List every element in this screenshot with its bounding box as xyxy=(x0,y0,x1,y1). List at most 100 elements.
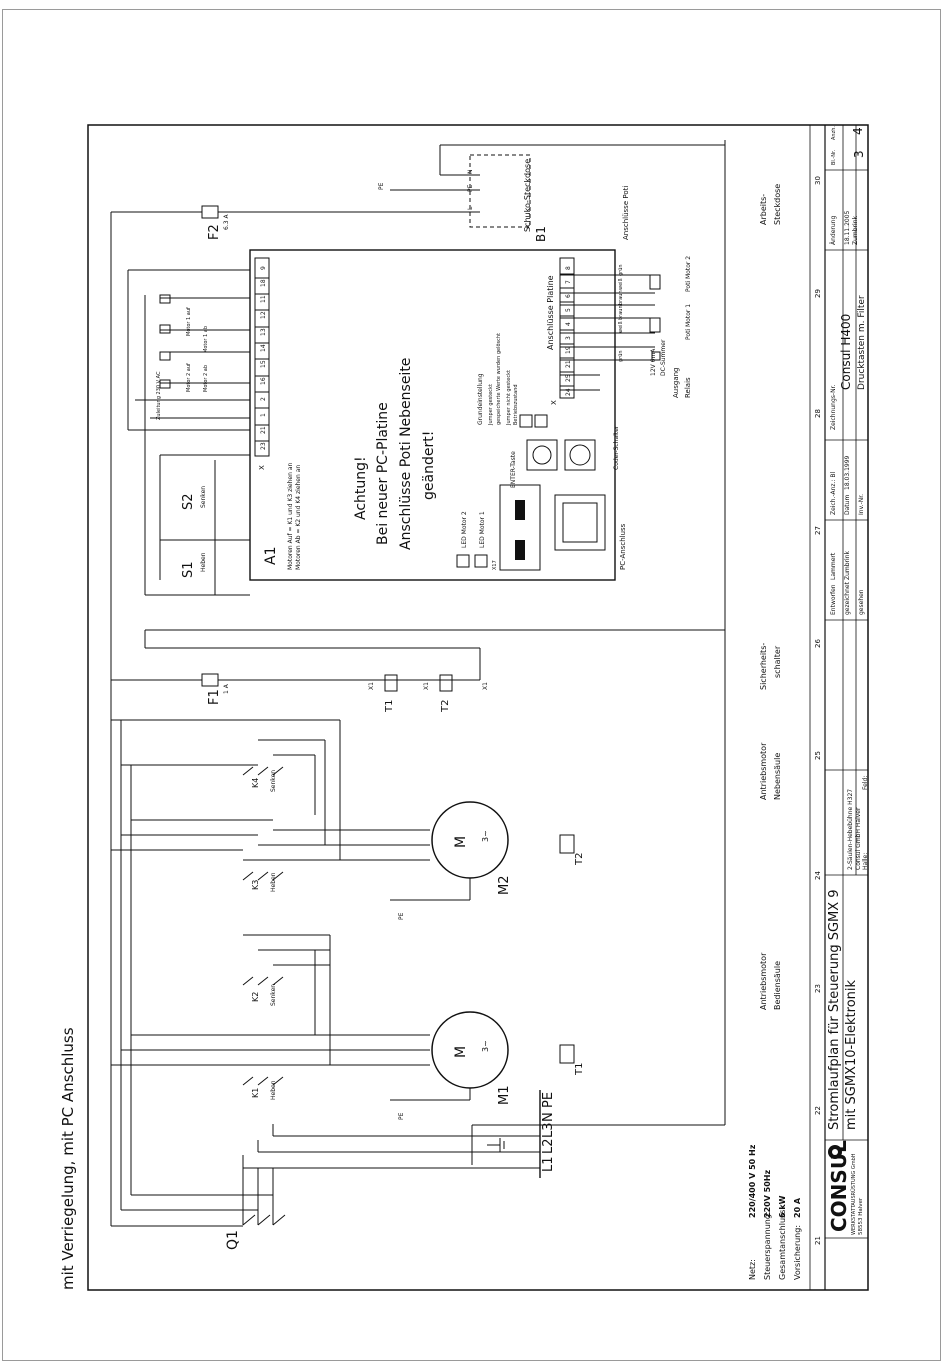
a1-term-1: 1 xyxy=(260,413,267,417)
s1-sub: Heben xyxy=(200,552,207,572)
enter-label: ENTER-Taste xyxy=(510,451,517,488)
label-L1: L1 xyxy=(541,1156,556,1172)
a1-x: X xyxy=(258,465,266,470)
ruler-25: 25 xyxy=(814,751,822,760)
customer-name: Consul GmbH Halver xyxy=(855,807,862,870)
k1-sub: Heben xyxy=(270,1080,277,1100)
company-addr: 58553 Halver xyxy=(858,1197,864,1235)
x1-label-1: X1 xyxy=(368,682,375,690)
title-line1: Stromlaufplan für Steuerung SGMX 9 xyxy=(827,889,842,1130)
netz-label: Netz: xyxy=(748,1259,757,1280)
zuleitung: Zuleitung 230 V AC xyxy=(156,371,162,420)
a1-terminal-strip: X 23 21 1 2 16 15 14 13 12 11 18 9 xyxy=(254,257,270,470)
bl-nr-label: Bl.-Nr. xyxy=(831,149,837,165)
relais: Relais xyxy=(684,377,692,398)
title-line2: mit SGMX10-Elektronik xyxy=(844,980,859,1130)
t1-lower-label: T1 xyxy=(574,1063,585,1076)
safety-caption-1: Sicherheits- xyxy=(759,643,768,690)
ruler-30: 30 xyxy=(814,176,822,185)
wiring xyxy=(110,140,726,1227)
plat-4: 4 xyxy=(565,322,572,326)
warning-2: Bei neuer PC-Platine xyxy=(375,402,391,545)
outlet-n: N xyxy=(467,170,474,175)
platine-block: Anschlüsse Platine X 24 25 21 19 3 4 5 6… xyxy=(546,256,692,405)
m2-phase: 3~ xyxy=(481,830,490,842)
f1-label: F1 xyxy=(207,689,222,705)
fuse-f2: F2 6.3 A xyxy=(201,205,230,240)
arbeits-1: Arbeits- xyxy=(759,194,768,225)
k1-label: K1 xyxy=(251,1088,260,1098)
m2-caption-1: Antriebsmotor xyxy=(759,742,768,800)
platine-title: Anschlüsse Platine xyxy=(546,275,555,350)
a1-label: A1 xyxy=(263,547,279,565)
plat-19: 19 xyxy=(565,346,572,354)
m1-caption-1: Antriebsmotor xyxy=(759,952,768,1010)
a1-term-11: 11 xyxy=(260,295,267,303)
betrieb-state: Betriebszustand xyxy=(513,384,519,425)
svg-text:PE: PE xyxy=(398,1112,405,1120)
m1-label: M1 xyxy=(497,1086,512,1106)
sheet-count: 4 xyxy=(851,127,865,135)
t2-lower-label: T2 xyxy=(574,853,585,866)
platine-x: X xyxy=(550,400,558,405)
warning-4: geändert! xyxy=(421,431,437,500)
ausgang: Ausgang xyxy=(672,368,680,399)
a1-term-21: 21 xyxy=(260,426,267,434)
svg-text:PE: PE xyxy=(378,182,385,190)
arbeits-2: Steckdose xyxy=(773,184,782,225)
k2-label: K2 xyxy=(251,992,260,1002)
wire-braun-1: braun xyxy=(618,305,624,320)
pc-label: PC-Anschluss xyxy=(619,523,627,570)
ruler-22: 22 xyxy=(814,1106,822,1115)
motor-m2: M 3~ M2 Antriebsmotor Nebensäule PE xyxy=(390,742,782,920)
k4-sub: Senken xyxy=(270,770,277,792)
mot1-ab: Motor 1 ab xyxy=(203,326,209,353)
board-note-2: Motoren Ab = K2 und K4 ziehen an xyxy=(295,465,302,570)
wire-gruen-2: grün xyxy=(618,264,624,276)
warning-3: Anschlüsse Poti Nebenseite xyxy=(398,358,414,550)
consul-logo: CONSUL xyxy=(827,1140,851,1232)
datum-value: 18.03.1999 xyxy=(844,455,851,490)
label-L2: L2 xyxy=(541,1138,556,1154)
s1-label: S1 xyxy=(181,561,196,578)
dc-summer-1: DC-Summer xyxy=(660,339,667,376)
f2-label: F2 xyxy=(207,224,222,240)
wire-weiss-1: weiß xyxy=(618,321,624,333)
gezeichnet-value: Zumbrink xyxy=(844,550,851,580)
grund-deleted: gespeicherte Werte wurden gelöscht xyxy=(496,333,502,425)
main-switch-q1: Q1 xyxy=(225,1209,286,1250)
m1-phase: 3~ xyxy=(481,1040,490,1052)
title-block xyxy=(825,125,868,1239)
a1-term-15: 15 xyxy=(260,360,267,368)
entworfen-value: Lammert xyxy=(830,552,837,580)
ruler-24: 24 xyxy=(814,871,822,880)
steuer-value: 220V 50Hz xyxy=(763,1169,772,1218)
project-name: 2-Säulen-Hebebühne H327 xyxy=(847,789,854,870)
mot1-auf: Motor 1 auf xyxy=(186,307,192,336)
vorsich-value: 20 A xyxy=(793,1197,802,1218)
plat-6: 6 xyxy=(565,294,572,298)
entworfen-label: Entworfen xyxy=(830,584,837,615)
outlet-name: Schuko-Steckdose xyxy=(523,159,532,232)
gesamt-label: Gesamtanschluss: xyxy=(778,1207,787,1280)
ruler-26: 26 xyxy=(814,639,822,648)
f2-value: 6.3 A xyxy=(223,214,230,230)
sheet-number: 3 xyxy=(852,150,866,158)
a1-term-2: 2 xyxy=(260,397,267,401)
f1-value: 1 A xyxy=(223,683,230,694)
k3-sub: Heben xyxy=(270,872,277,892)
aenderung-date: 18.11.2005 xyxy=(844,210,851,245)
steuer-label: Steuerspannung: xyxy=(763,1211,772,1280)
wire-braun-2: braun xyxy=(618,290,624,305)
zeich-anz: Zeich.-Anz.: Bl xyxy=(830,471,837,515)
outlet-b1-label: B1 xyxy=(534,226,548,242)
dc-summer-2: 12V 6mA xyxy=(650,348,657,376)
aenderung-label: Änderung xyxy=(830,216,837,245)
m2-caption-2: Nebensäule xyxy=(773,753,782,800)
safety-caption-2: schalter xyxy=(773,645,782,678)
x17-label: X17 xyxy=(492,560,498,570)
halle-label: Halle: xyxy=(862,853,869,870)
a1-term-9: 9 xyxy=(260,266,267,270)
